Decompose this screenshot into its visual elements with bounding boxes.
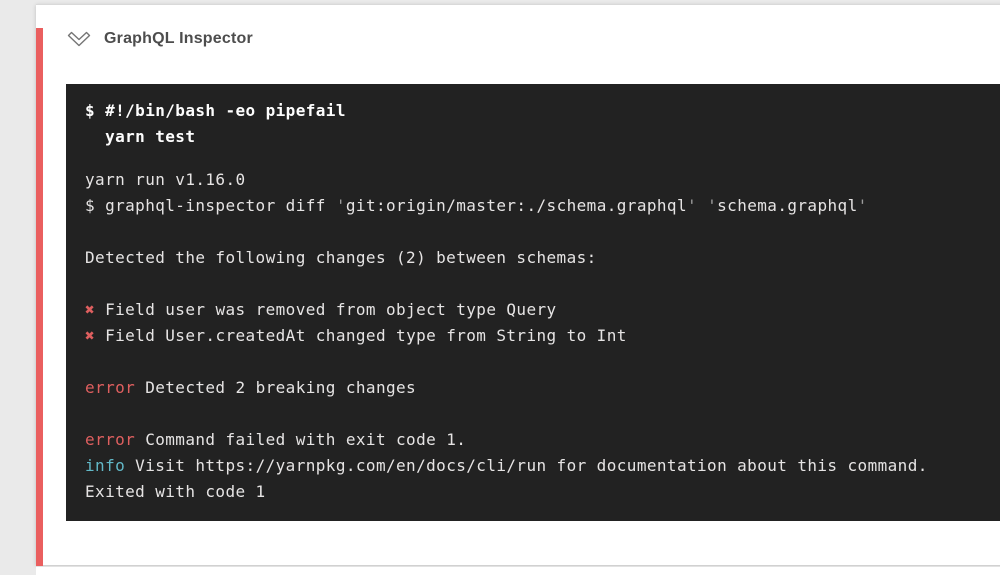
terminal-line [85, 349, 998, 375]
terminal-line [85, 219, 998, 245]
step-section-graphql-inspector: GraphQL Inspector $ #!/bin/bash -eo pipe… [36, 28, 1000, 566]
step-title: GraphQL Inspector [104, 30, 253, 47]
terminal-line [85, 401, 998, 427]
terminal-line: ✖ Field User.createdAt changed type from… [85, 326, 627, 345]
terminal-line: Exited with code 1 [85, 482, 266, 501]
terminal-line: Detected the following changes (2) betwe… [85, 248, 597, 267]
terminal-line: ✖ Field user was removed from object typ… [85, 300, 557, 319]
chevron-down-icon[interactable] [66, 29, 92, 49]
terminal-line: $ #!/bin/bash -eo pipefail [85, 101, 346, 120]
terminal-line: yarn run v1.16.0 [85, 170, 246, 189]
terminal-line: yarn test [85, 127, 196, 146]
step-header-row[interactable]: GraphQL Inspector [66, 28, 1000, 50]
terminal-line: error Detected 2 breaking changes [85, 378, 417, 397]
terminal-command-block: $ #!/bin/bash -eo pipefail yarn test [85, 98, 998, 150]
terminal-line: $ graphql-inspector diff 'git:origin/mas… [85, 196, 868, 215]
terminal-line: error Command failed with exit code 1. [85, 430, 467, 449]
terminal-output-panel: $ #!/bin/bash -eo pipefail yarn test yar… [66, 84, 1000, 521]
failure-indicator-stripe [36, 28, 43, 566]
terminal-output-block: yarn run v1.16.0 $ graphql-inspector diff… [85, 167, 998, 505]
terminal-line [85, 271, 998, 297]
build-step-card: GraphQL Inspector $ #!/bin/bash -eo pipe… [36, 4, 1000, 575]
next-step-section-partial [36, 566, 1000, 575]
terminal-line: info Visit https://yarnpkg.com/en/docs/c… [85, 456, 928, 475]
